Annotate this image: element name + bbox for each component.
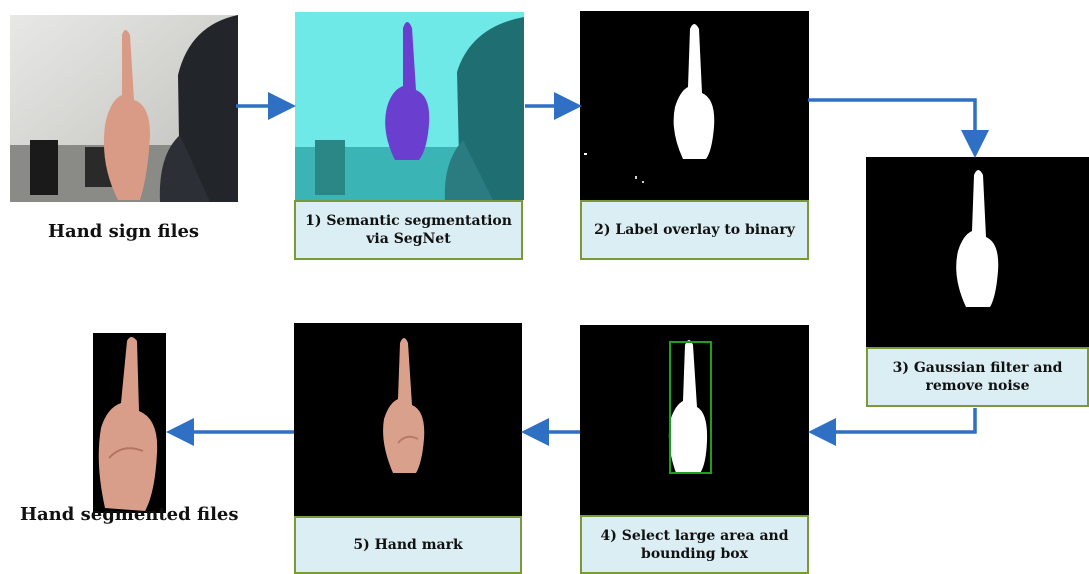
step3-caption: 3) Gaussian filter and remove noise: [866, 347, 1089, 407]
step4-bounding-box-image: [580, 325, 809, 515]
step1-caption: 1) Semantic segmentation via SegNet: [294, 200, 523, 260]
step2-binary-image: [580, 11, 809, 200]
output-label: Hand segmented files: [20, 504, 239, 525]
step5-caption: 5) Hand mark: [294, 516, 522, 574]
step5-hand-mark-image: [294, 323, 522, 516]
arrow-step2-to-step3: [808, 100, 975, 144]
step1-segmentation-image: [295, 12, 524, 200]
arrow-step3-to-step4: [822, 408, 975, 432]
input-label: Hand sign files: [48, 221, 199, 242]
step4-caption: 4) Select large area and bounding box: [580, 515, 809, 574]
step2-caption: 2) Label overlay to binary: [580, 200, 809, 260]
output-crop-image: [93, 333, 166, 513]
input-photo: [10, 15, 238, 202]
step3-filtered-image: [866, 157, 1089, 347]
